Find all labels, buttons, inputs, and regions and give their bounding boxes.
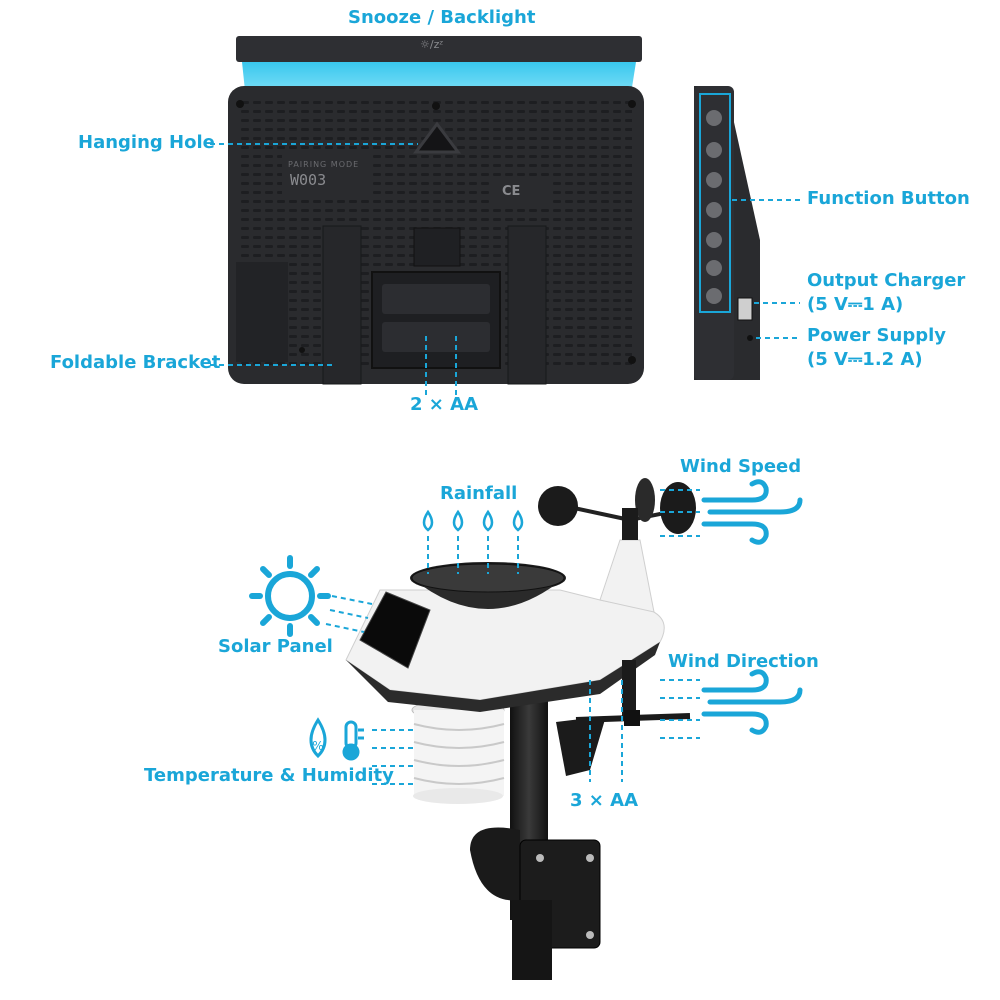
label-solar-panel: Solar Panel	[218, 636, 333, 657]
hanging-hole	[413, 121, 461, 154]
display-side-view	[694, 86, 760, 380]
left-bracket	[322, 225, 362, 385]
output-charger-title: Output Charger	[807, 270, 966, 291]
humidity-icon: %	[309, 717, 327, 759]
ce-mark: CE	[502, 184, 521, 199]
label-hanging-hole: Hanging Hole	[78, 132, 215, 153]
usb-port	[737, 297, 753, 321]
function-button-panel	[699, 93, 731, 313]
wind-vane	[556, 660, 691, 776]
thermometer-icon	[342, 720, 364, 761]
display-back-view	[228, 36, 644, 385]
sun-icon	[249, 555, 331, 637]
leader-lines	[210, 143, 800, 785]
label-sensor-batteries: 3 × AA	[570, 790, 639, 811]
top-snooze-bar	[236, 36, 642, 62]
top-button-icons: ☼/zᶻ	[420, 38, 444, 51]
sensor-array	[345, 478, 696, 980]
label-wind-direction: Wind Direction	[668, 651, 819, 672]
label-snooze-backlight: Snooze / Backlight	[348, 7, 536, 28]
label-temperature-humidity: Temperature & Humidity	[144, 765, 394, 786]
raindrop-icons	[422, 509, 524, 532]
radiation-shield	[411, 699, 505, 804]
label-output-charger: Output Charger (5 V⎓1 A)	[807, 269, 965, 317]
dc-port	[747, 335, 753, 341]
wind-icon	[701, 669, 803, 735]
label-function-button: Function Button	[807, 188, 970, 209]
power-supply-title: Power Supply	[807, 325, 946, 346]
right-bracket	[507, 225, 547, 385]
solar-panel	[359, 591, 431, 669]
label-power-supply: Power Supply (5 V⎓1.2 A)	[807, 324, 946, 372]
label-foldable-bracket: Foldable Bracket	[50, 352, 221, 373]
wind-icon	[701, 479, 803, 545]
model-number: W003	[290, 171, 327, 189]
label-wind-speed: Wind Speed	[680, 456, 802, 477]
label-rainfall: Rainfall	[440, 483, 518, 504]
pairing-mode-text: PAIRING MODE	[288, 160, 360, 169]
power-supply-spec: (5 V⎓1.2 A)	[807, 349, 923, 370]
anemometer	[538, 478, 696, 540]
rain-funnel	[411, 563, 565, 593]
svg-text:%: %	[312, 739, 323, 753]
label-display-batteries: 2 × AA	[410, 394, 479, 415]
output-charger-spec: (5 V⎓1 A)	[807, 294, 904, 315]
